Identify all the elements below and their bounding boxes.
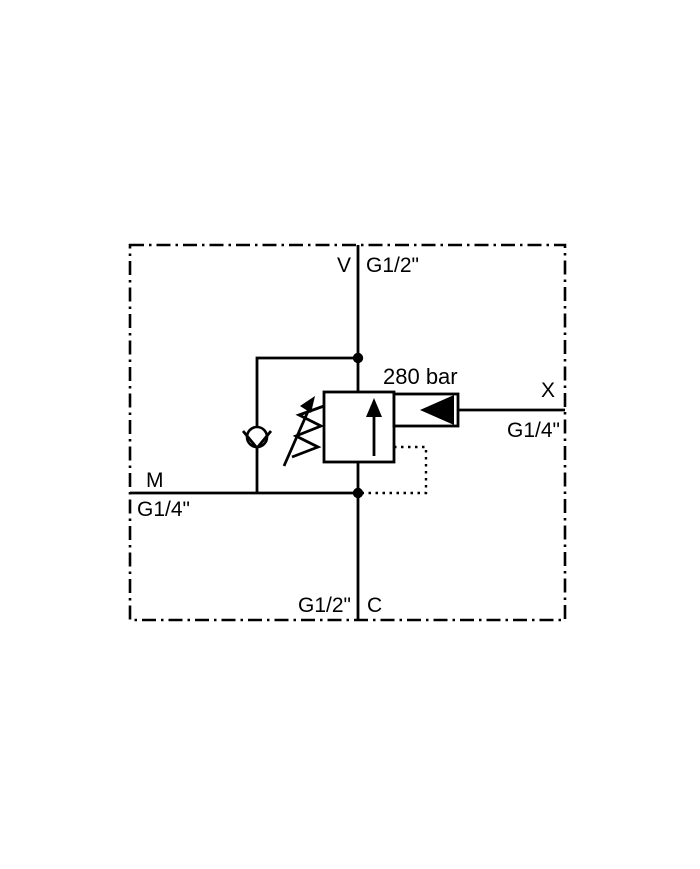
port-c-label: C [367,594,382,617]
drain-pilot-dotted-line [361,445,428,495]
port-m-label: M [146,469,164,492]
pressure-setting-label: 280 bar [383,364,458,389]
port-m-thread: G1/4" [137,498,190,521]
check-valve-ball [245,425,269,449]
port-c-thread: G1/2" [298,594,351,617]
relief-valve-body [322,390,396,464]
pilot-arrow [420,395,454,425]
junction-dot-top [352,352,364,364]
spring-adjustment-arrow-head [300,396,315,413]
enclosure-border [128,243,567,622]
check-valve-branch-line-top [255,356,358,427]
port-v-label: V [337,254,351,277]
spring-adjustment-arrow-shaft [282,408,311,467]
spring-symbol [291,404,325,459]
port-v-thread: G1/2" [366,254,419,277]
valve-flow-arrow-head [366,398,382,417]
port-x-label: X [541,379,555,402]
junction-dot-bottom [352,487,364,499]
port-x-thread: G1/4" [507,419,560,442]
